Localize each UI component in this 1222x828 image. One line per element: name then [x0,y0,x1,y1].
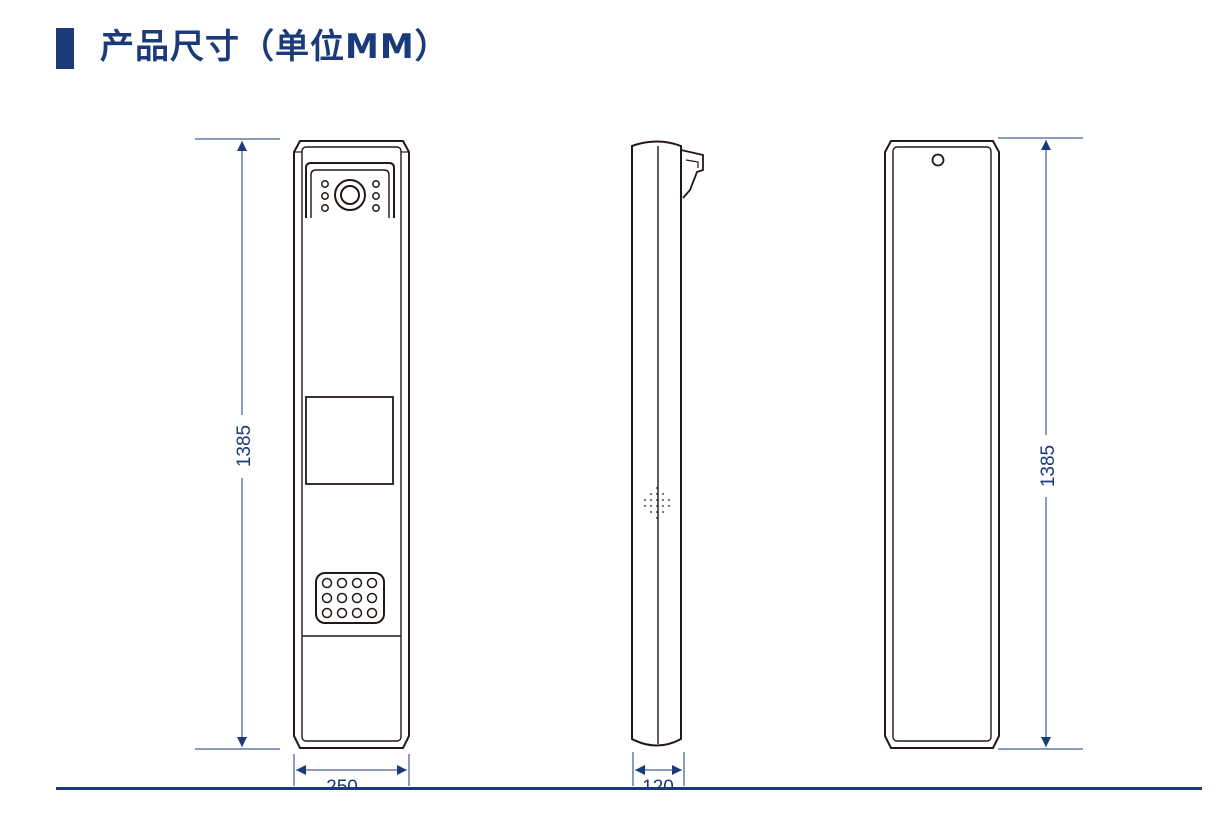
keypad-frame [315,572,385,624]
display-screen [305,396,394,485]
bottom-rule [56,787,1202,790]
side-depth-dimension [632,752,685,786]
back-height-label: 1385 [1038,445,1059,487]
page-title: 产品尺寸（单位MM） [100,27,450,67]
front-outer-body [293,140,410,749]
bottom-cover [0,787,1222,828]
side-body [631,140,682,747]
front-face-panel [301,146,402,742]
ir-led [372,204,380,212]
keypad [315,572,385,624]
title-accent-bar [56,28,74,69]
ir-led [321,180,329,188]
ir-led [372,180,380,188]
mounting-hole [931,153,945,167]
camera-lens-inner [340,185,360,205]
camera-module [305,162,395,218]
back-inner-panel [892,146,992,742]
speaker-grille [644,487,670,519]
ir-led [321,192,329,200]
camera-module-outer [305,162,395,218]
ir-led [321,204,329,212]
ir-led [372,192,380,200]
back-height-dimension [998,137,1083,750]
back-outer-body [884,140,1000,749]
back-view [884,140,1000,749]
front-view [293,140,410,749]
mount-bracket [680,149,704,199]
front-height-label: 1385 [234,425,255,467]
side-view [631,140,704,747]
front-width-dimension [293,754,410,786]
front-height-dimension [195,138,280,750]
camera-lens-outer [334,179,366,211]
camera-module-inner [310,169,390,218]
